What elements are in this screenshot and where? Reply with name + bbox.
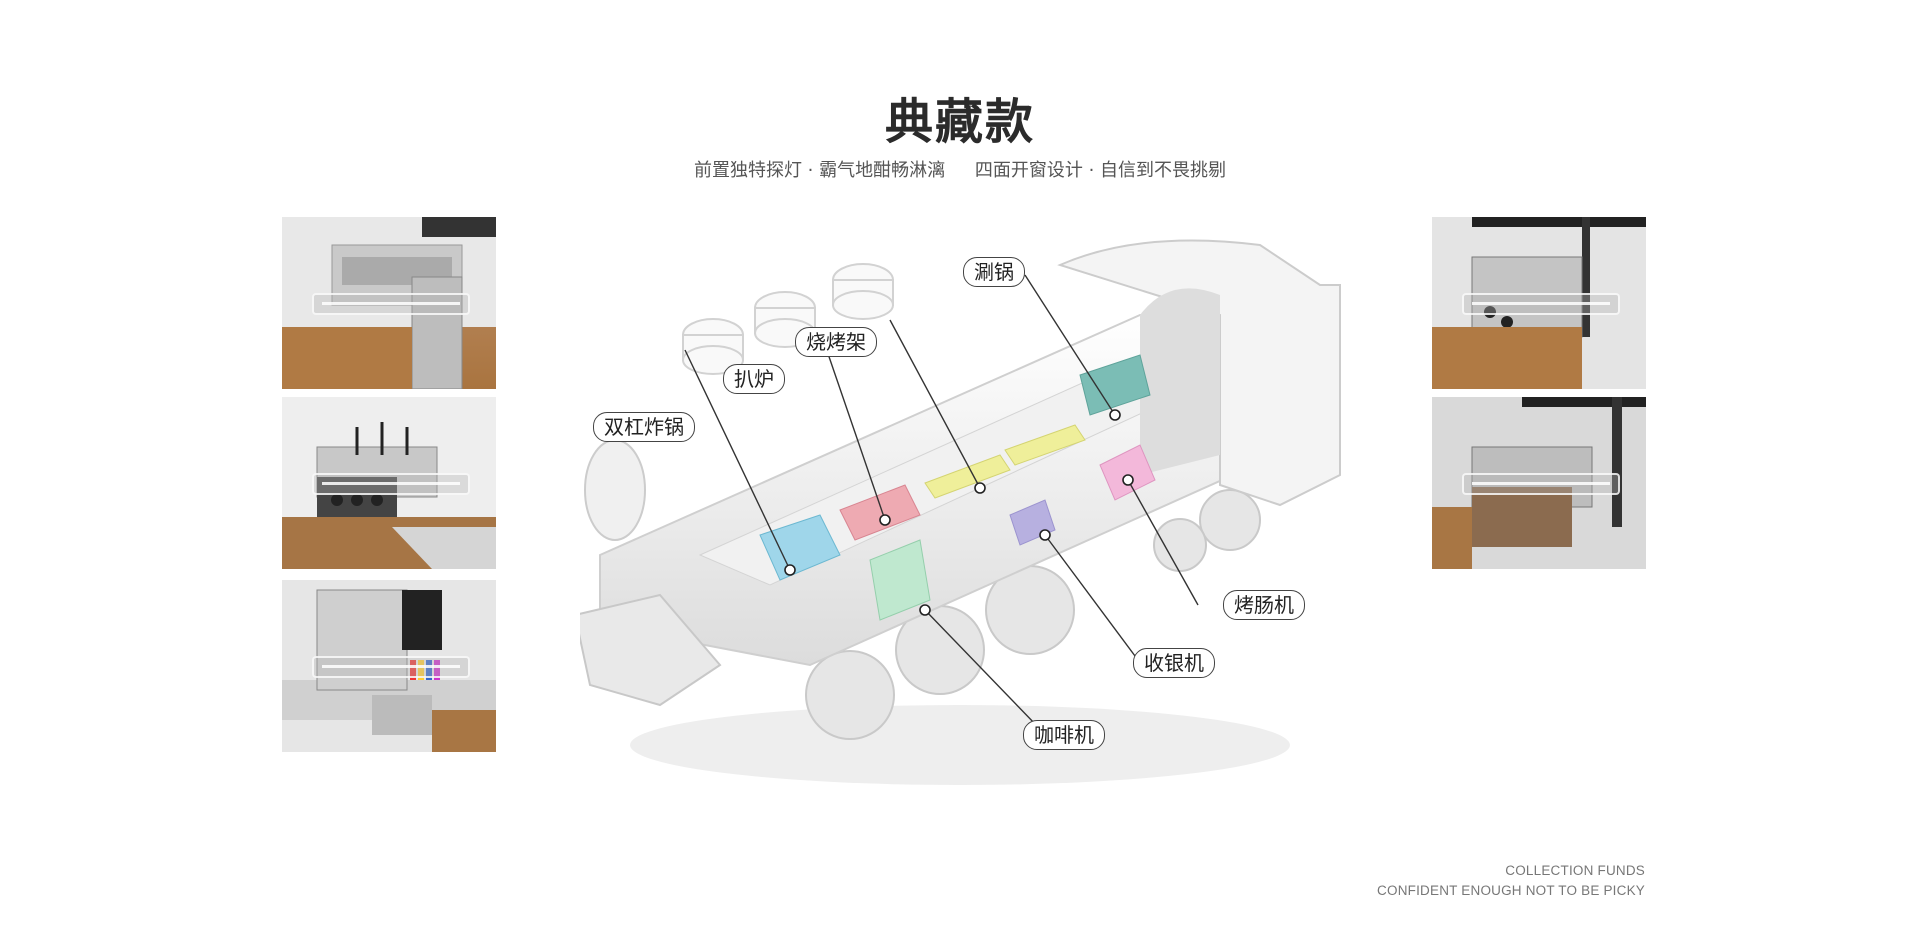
train-cabin xyxy=(1057,239,1341,507)
fryer-station-photo-art xyxy=(1432,217,1646,389)
watermark-logo xyxy=(1462,473,1620,495)
label-cash-register: 收银机 xyxy=(1133,648,1215,678)
product-photo-basket-fryer xyxy=(1432,397,1646,569)
watermark-logo xyxy=(312,656,470,678)
label-coffee-machine: 咖啡机 xyxy=(1023,720,1105,750)
footer-line-2: CONFIDENT ENOUGH NOT TO BE PICKY xyxy=(1377,883,1645,898)
cowcatcher xyxy=(580,593,722,707)
sausage-module xyxy=(1099,444,1156,501)
page-subtitle: 前置独特探灯 · 霸气地酣畅淋漓 四面开窗设计 · 自信到不畏挑剔 xyxy=(0,156,1920,182)
cabin-door-opening xyxy=(1140,288,1220,475)
product-photo-griddle xyxy=(282,217,496,389)
watermark-logo xyxy=(312,473,470,495)
boiler-front xyxy=(584,439,646,541)
label-griddle: 扒炉 xyxy=(723,364,785,394)
subtitle-left: 前置独特探灯 · 霸气地酣畅淋漓 xyxy=(693,160,946,181)
product-photo-beverage-dispenser xyxy=(282,580,496,752)
label-sausage-roaster: 烤肠机 xyxy=(1223,590,1305,620)
watermark-logo xyxy=(312,293,470,315)
shabu-module xyxy=(1079,354,1151,416)
bbq-module-1 xyxy=(924,454,1011,499)
bbq-module-2 xyxy=(1004,424,1086,466)
page-title: 典藏款 xyxy=(884,94,1035,150)
footer-text: COLLECTION FUNDS CONFIDENT ENOUGH NOT TO… xyxy=(1377,861,1645,901)
product-photo-pasta-cooker xyxy=(282,397,496,569)
callout-leaders xyxy=(684,274,1199,728)
label-double-fryer: 双杠炸锅 xyxy=(593,412,695,442)
footer-line-1: COLLECTION FUNDS xyxy=(1505,863,1645,878)
product-photo-fryer-station xyxy=(1432,217,1646,389)
pasta-cooker-photo-art xyxy=(282,397,496,569)
callout-dots xyxy=(784,409,1134,616)
watermark-logo xyxy=(1462,293,1620,315)
griddle-photo-art xyxy=(282,217,496,389)
label-bbq-rack: 烧烤架 xyxy=(795,327,877,357)
fryer-module xyxy=(759,514,841,581)
coffee-module xyxy=(869,539,931,621)
subtitle-right: 四面开窗设计 · 自信到不畏挑剔 xyxy=(974,160,1227,181)
griddle-module xyxy=(839,484,921,541)
domes xyxy=(682,263,894,375)
ground-shadow xyxy=(630,705,1290,785)
food-truck-train-illustration xyxy=(580,239,1341,785)
dispenser-photo-art xyxy=(282,580,496,752)
label-shabu-pot: 涮锅 xyxy=(963,257,1025,287)
